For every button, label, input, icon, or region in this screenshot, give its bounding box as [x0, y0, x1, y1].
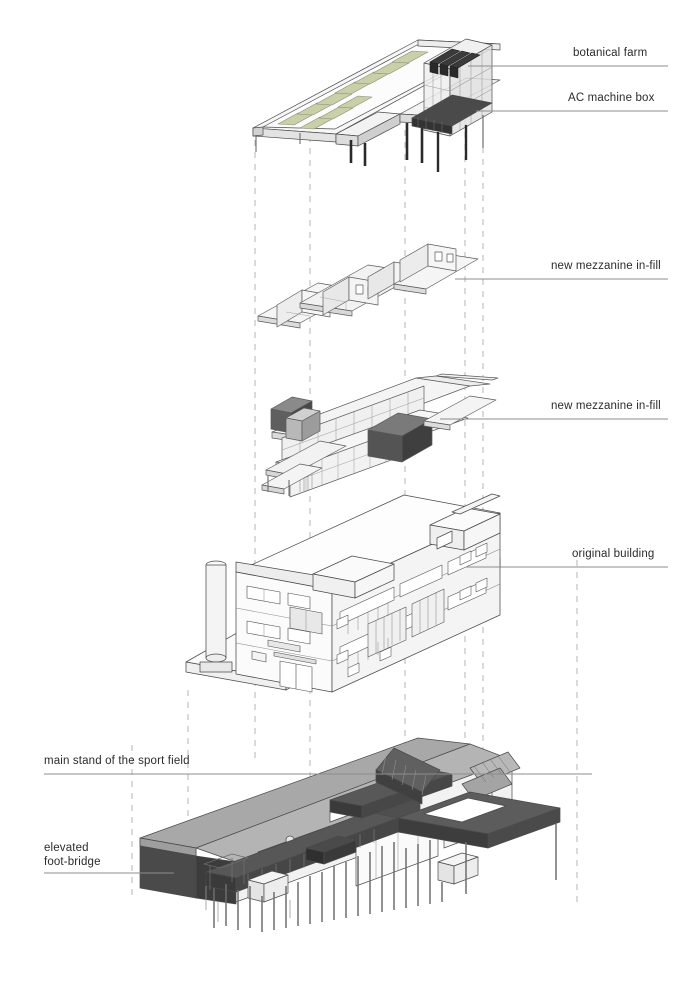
- canopy: [273, 651, 317, 665]
- roof-extension: [451, 493, 501, 515]
- window: [287, 627, 311, 645]
- window-small: [475, 577, 488, 593]
- window-small: [459, 585, 472, 601]
- light-box-left: [285, 407, 321, 442]
- window-small: [475, 542, 488, 558]
- planting-bed: [318, 106, 354, 120]
- elevated-foot-bridge: [205, 747, 561, 932]
- mezz2-roof-tail: [415, 375, 491, 387]
- roof-tray-rim-left: [252, 126, 264, 137]
- small-windows: [336, 542, 488, 678]
- mezz2-fin: [435, 373, 499, 381]
- bridge-branch-side: [487, 807, 561, 849]
- window-ribbon: [399, 564, 443, 598]
- ac-machine-box: [411, 38, 493, 172]
- thin-posts: [255, 133, 301, 152]
- planting-bed: [372, 61, 410, 75]
- mezz-opening: [434, 251, 443, 262]
- label-footbridge-line1: elevated: [44, 842, 89, 854]
- rooftop-opening: [436, 530, 453, 550]
- rooftop-side: [354, 563, 395, 599]
- planting-bed: [391, 50, 429, 64]
- rooftop-volume-center: [312, 555, 395, 599]
- chimney: [199, 560, 233, 673]
- mezz-opening: [446, 253, 454, 263]
- pilotis-columns: [213, 824, 557, 932]
- window-tall: [367, 606, 407, 658]
- window: [246, 620, 281, 640]
- window: [287, 592, 311, 610]
- bridge-branch-void: [423, 797, 507, 823]
- window: [246, 585, 281, 605]
- mezz-opening: [355, 284, 364, 295]
- stand-service-frame: [203, 853, 249, 890]
- rooftop-side: [463, 513, 501, 551]
- window: [251, 650, 267, 663]
- mezz2-right-slab-edge: [423, 420, 451, 431]
- label-mezzanine-lower: new mezzanine in-fill: [551, 400, 661, 412]
- bridge-ramp-face: [375, 769, 423, 805]
- window: [267, 639, 301, 653]
- bridge-box-side: [323, 839, 357, 865]
- support-posts: [349, 123, 424, 166]
- dark-projecting-box: [367, 412, 433, 463]
- ac-unit-front: [429, 61, 439, 75]
- label-ac-machine-box: AC machine box: [568, 92, 655, 104]
- ac-unit-front: [449, 65, 459, 79]
- kiosk-side: [263, 874, 289, 903]
- label-main-stand: main stand of the sport field: [44, 755, 190, 767]
- label-elevated-footbridge: elevated foot-bridge: [44, 842, 101, 869]
- stand-stairs: [461, 751, 521, 801]
- front-windows: [246, 585, 323, 693]
- window-small: [336, 614, 349, 630]
- label-footbridge-line2: foot-bridge: [44, 855, 101, 868]
- window-small: [459, 550, 472, 566]
- ac-louver-units: [429, 48, 481, 79]
- floor-band: [235, 642, 333, 662]
- tray-step-side: [357, 113, 401, 147]
- box-side: [301, 410, 321, 442]
- box-side: [401, 418, 433, 463]
- window-small: [336, 649, 349, 665]
- label-mezzanine-upper: new mezzanine in-fill: [551, 260, 661, 272]
- chimney-plinth: [199, 661, 233, 673]
- planting-bed: [315, 92, 353, 106]
- mezz-plate-right-edge: [393, 283, 427, 295]
- rooftop-volume-right: [429, 507, 501, 551]
- window-small: [347, 662, 360, 678]
- planting-bed: [337, 95, 373, 109]
- window-small: [379, 646, 392, 662]
- label-original-building: original building: [572, 548, 655, 560]
- ac-unit-front: [439, 63, 449, 77]
- label-botanical-farm: botanical farm: [573, 47, 648, 59]
- planting-beds: [277, 50, 429, 130]
